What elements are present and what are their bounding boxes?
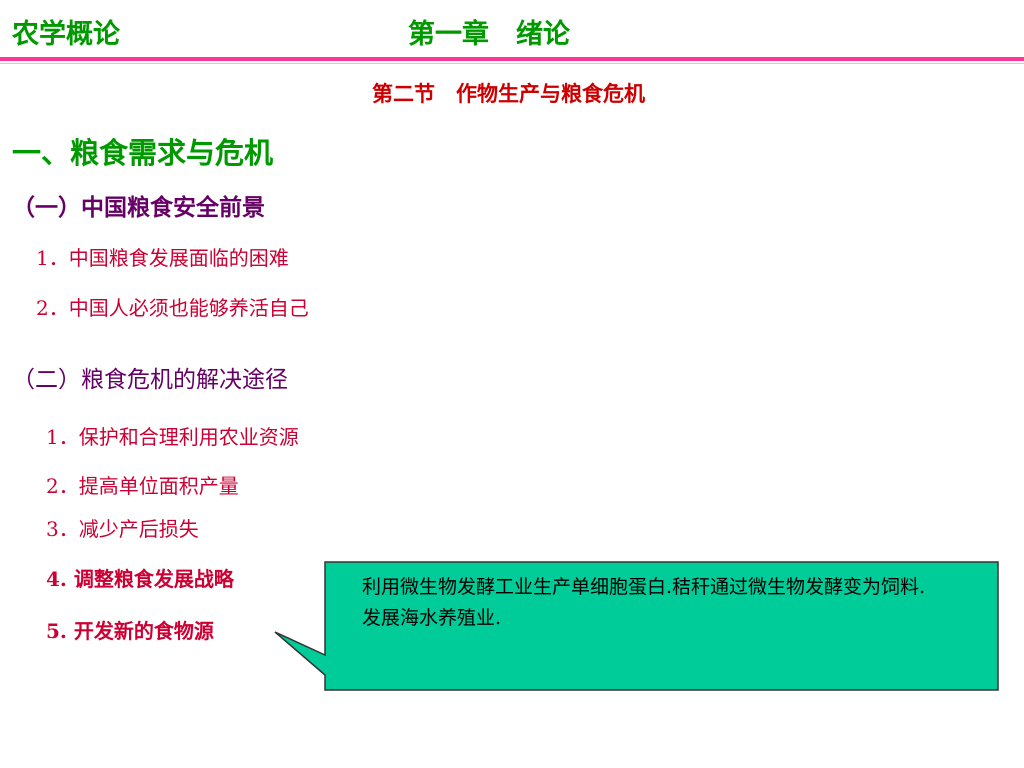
subheading-food-security: （一）中国粮食安全前景 xyxy=(12,195,265,221)
main-heading: 一、粮食需求与危机 xyxy=(12,136,274,170)
course-title: 农学概论 xyxy=(12,19,120,50)
list-item: 1．保护和合理利用农业资源 xyxy=(46,425,299,449)
header-divider xyxy=(0,57,1024,61)
subheading-crisis-solutions: （二）粮食危机的解决途径 xyxy=(12,367,288,393)
section-title: 第二节 作物生产与粮食危机 xyxy=(372,82,645,106)
list-item: 2．中国人必须也能够养活自己 xyxy=(36,296,309,320)
list-item: 3．减少产后损失 xyxy=(46,517,199,541)
callout-text: 利用微生物发酵工业生产单细胞蛋白.秸秆通过微生物发酵变为饲料. 发展海水养殖业. xyxy=(336,572,986,634)
callout-line-1: 利用微生物发酵工业生产单细胞蛋白.秸秆通过微生物发酵变为饲料. xyxy=(362,576,926,598)
list-item: 1．中国粮食发展面临的困难 xyxy=(36,246,289,270)
header-divider-thin xyxy=(0,63,1024,64)
chapter-title: 第一章 绪论 xyxy=(408,19,570,50)
callout-line-2: 发展海水养殖业. xyxy=(362,607,502,629)
list-item: 4. 调整粮食发展战略 xyxy=(46,567,234,591)
list-item: 5. 开发新的食物源 xyxy=(46,619,214,643)
list-item: 2．提高单位面积产量 xyxy=(46,474,239,498)
